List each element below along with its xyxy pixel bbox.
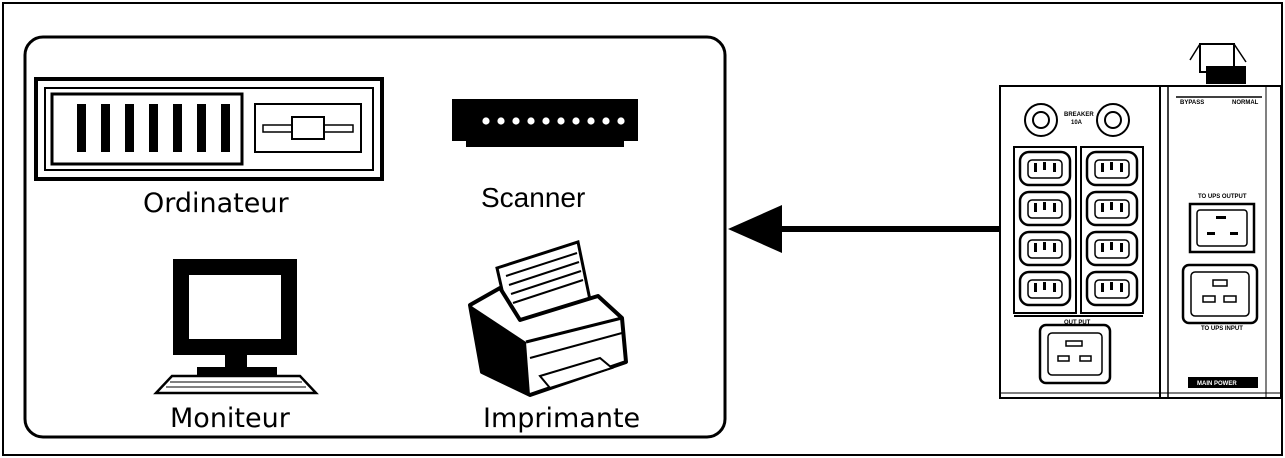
bypass-label: BYPASS <box>1180 100 1204 106</box>
ups-output-connector-icon <box>1188 202 1256 254</box>
ups-input-connector-icon <box>1181 263 1259 325</box>
breaker-label: BREAKER <box>1064 112 1094 118</box>
outlet-icon <box>1018 230 1072 267</box>
outlet-icon <box>1085 190 1139 227</box>
output-label: OUT PUT <box>1064 320 1091 326</box>
scanner-icon <box>452 99 638 147</box>
bypass-switch-icon <box>1176 43 1262 98</box>
outlet-icon <box>1018 190 1072 227</box>
breaker-rating: 10A <box>1071 120 1083 126</box>
outlet-icon <box>1085 150 1139 187</box>
pdu-panel: BYPASS NORMAL BREAKER 10A <box>999 43 1282 399</box>
outlet-icon <box>1085 230 1139 267</box>
main-power-badge <box>1188 377 1258 388</box>
outlet-icon <box>1018 150 1072 187</box>
scanner-label: Scanner <box>481 182 585 213</box>
iec-c19-output-icon <box>1038 323 1112 385</box>
breaker-right-icon <box>1096 103 1130 137</box>
outlet-icon <box>1085 270 1139 307</box>
to-ups-output-label: TO UPS OUTPUT <box>1198 194 1247 200</box>
outlet-icon <box>1018 270 1072 307</box>
monitor-label: Moniteur <box>170 403 291 434</box>
computer-label: Ordinateur <box>143 188 289 219</box>
outlet-column-left <box>1013 146 1077 314</box>
main-power-label: MAIN POWER <box>1197 381 1237 387</box>
printer-label: Imprimante <box>483 403 640 434</box>
desktop-computer-icon <box>34 77 384 181</box>
printer-icon <box>468 240 628 397</box>
outlet-column-right <box>1080 146 1144 314</box>
breaker-left-icon <box>1024 103 1058 137</box>
normal-label: NORMAL <box>1232 100 1259 106</box>
devices-box <box>23 35 727 439</box>
monitor-icon <box>153 259 319 395</box>
to-ups-input-label: TO UPS INPUT <box>1201 326 1243 332</box>
